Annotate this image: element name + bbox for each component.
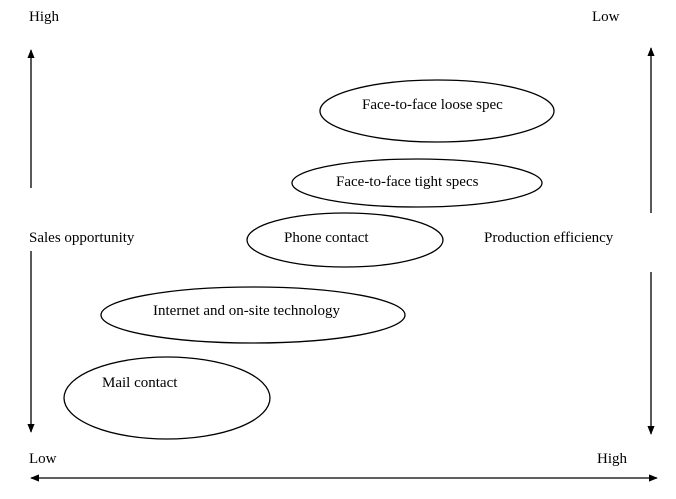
bottom-left-label: Low	[29, 451, 57, 467]
oval-mail-contact	[63, 356, 271, 440]
oval-phone-contact	[246, 212, 444, 268]
oval-face-to-face-tight	[291, 158, 543, 208]
oval-label-face-to-face-tight: Face-to-face tight specs	[336, 174, 479, 190]
oval-label-mail-contact: Mail contact	[102, 375, 178, 391]
production-efficiency-label: Production efficiency	[484, 230, 614, 246]
oval-internet	[100, 286, 406, 344]
oval-label-internet: Internet and on-site technology	[153, 303, 341, 319]
bottom-right-label: High	[597, 451, 627, 467]
sales-opportunity-label: Sales opportunity	[29, 230, 135, 246]
oval-label-phone-contact: Phone contact	[284, 230, 369, 246]
top-right-label: Low	[592, 9, 620, 25]
top-left-label: High	[29, 9, 59, 25]
oval-face-to-face-loose	[319, 79, 555, 143]
oval-label-face-to-face-loose: Face-to-face loose spec	[362, 97, 503, 113]
